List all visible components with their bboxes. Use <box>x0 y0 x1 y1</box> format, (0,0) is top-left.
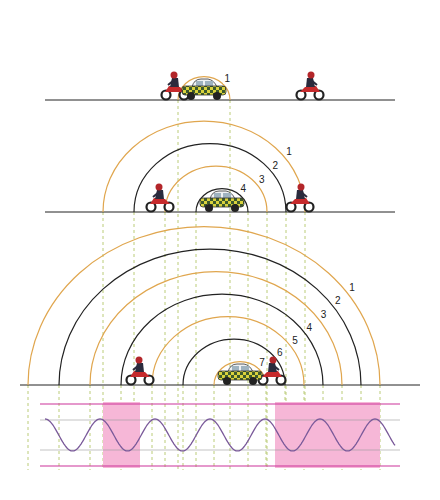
wave-front <box>28 227 380 385</box>
wave-front <box>178 77 230 100</box>
car-window <box>223 193 231 198</box>
wave-front <box>152 317 304 385</box>
police-car <box>182 79 226 100</box>
motorcycle <box>147 184 174 212</box>
callout-number: 3 <box>258 175 266 185</box>
projection-line <box>165 212 166 470</box>
car-wheel <box>213 92 221 100</box>
callout-number: 1 <box>224 74 232 84</box>
motorcycle <box>297 72 324 100</box>
wave-front <box>59 249 361 385</box>
projection-line <box>267 212 268 470</box>
projection-line <box>28 385 29 470</box>
car-window <box>214 193 221 198</box>
car-window <box>232 366 239 371</box>
car-wheel <box>231 204 239 212</box>
projection-line <box>178 100 179 470</box>
car-wheel <box>249 377 257 385</box>
highlight-band <box>275 402 380 468</box>
wave-front <box>134 144 286 212</box>
callout-number: 1 <box>348 283 356 293</box>
car-wheel <box>205 204 213 212</box>
callout-number: 5 <box>291 336 299 346</box>
wave-front <box>183 339 285 385</box>
rider-arm <box>153 192 159 197</box>
rider-arm <box>168 80 174 85</box>
callout-number: 3 <box>320 310 328 320</box>
signal-strip <box>40 402 400 468</box>
callout-number: 1 <box>285 147 293 157</box>
callout-number: 6 <box>276 348 284 358</box>
callout-number: 4 <box>306 323 314 333</box>
wave-fronts <box>28 77 380 385</box>
rider-arm <box>301 192 307 197</box>
car-wheel <box>187 92 195 100</box>
road-lines <box>20 100 420 385</box>
rider-helmet <box>156 184 163 191</box>
projection-line <box>266 385 267 470</box>
highlight-band <box>103 402 140 468</box>
motorcycle <box>287 184 314 212</box>
police-car <box>218 364 262 385</box>
projection-line <box>214 385 215 470</box>
projection-line <box>230 100 231 470</box>
projection-line <box>196 212 197 470</box>
strip-line <box>40 465 400 466</box>
rider-arm <box>273 365 279 370</box>
car-window <box>205 81 213 86</box>
car-window <box>241 366 249 371</box>
callout-number: 2 <box>272 161 280 171</box>
wave-front <box>165 166 267 212</box>
wave-front <box>103 121 305 212</box>
callout-number: 7 <box>258 358 266 368</box>
projection-line <box>183 385 184 470</box>
strip-line <box>40 403 400 404</box>
motorcycle <box>127 357 154 385</box>
strip-line <box>40 420 400 421</box>
callout-number: 4 <box>239 184 247 194</box>
road-line <box>45 100 395 101</box>
rider-arm <box>133 365 139 370</box>
rider-arm <box>311 80 317 85</box>
motorcycle <box>259 357 286 385</box>
road-line <box>20 385 420 386</box>
projection-lines <box>28 100 380 470</box>
projection-line <box>152 385 153 470</box>
road-line <box>45 212 395 213</box>
wave-front <box>121 294 323 385</box>
wave-front <box>90 272 342 385</box>
rider-helmet <box>308 72 315 79</box>
rider-helmet <box>136 357 143 364</box>
police-car <box>200 191 244 212</box>
rider-helmet <box>171 72 178 79</box>
rider-helmet <box>298 184 305 191</box>
projection-line <box>59 385 60 470</box>
car-wheel <box>223 377 231 385</box>
sound-wave <box>45 419 395 451</box>
car-window <box>196 81 203 86</box>
callout-number: 2 <box>334 296 342 306</box>
